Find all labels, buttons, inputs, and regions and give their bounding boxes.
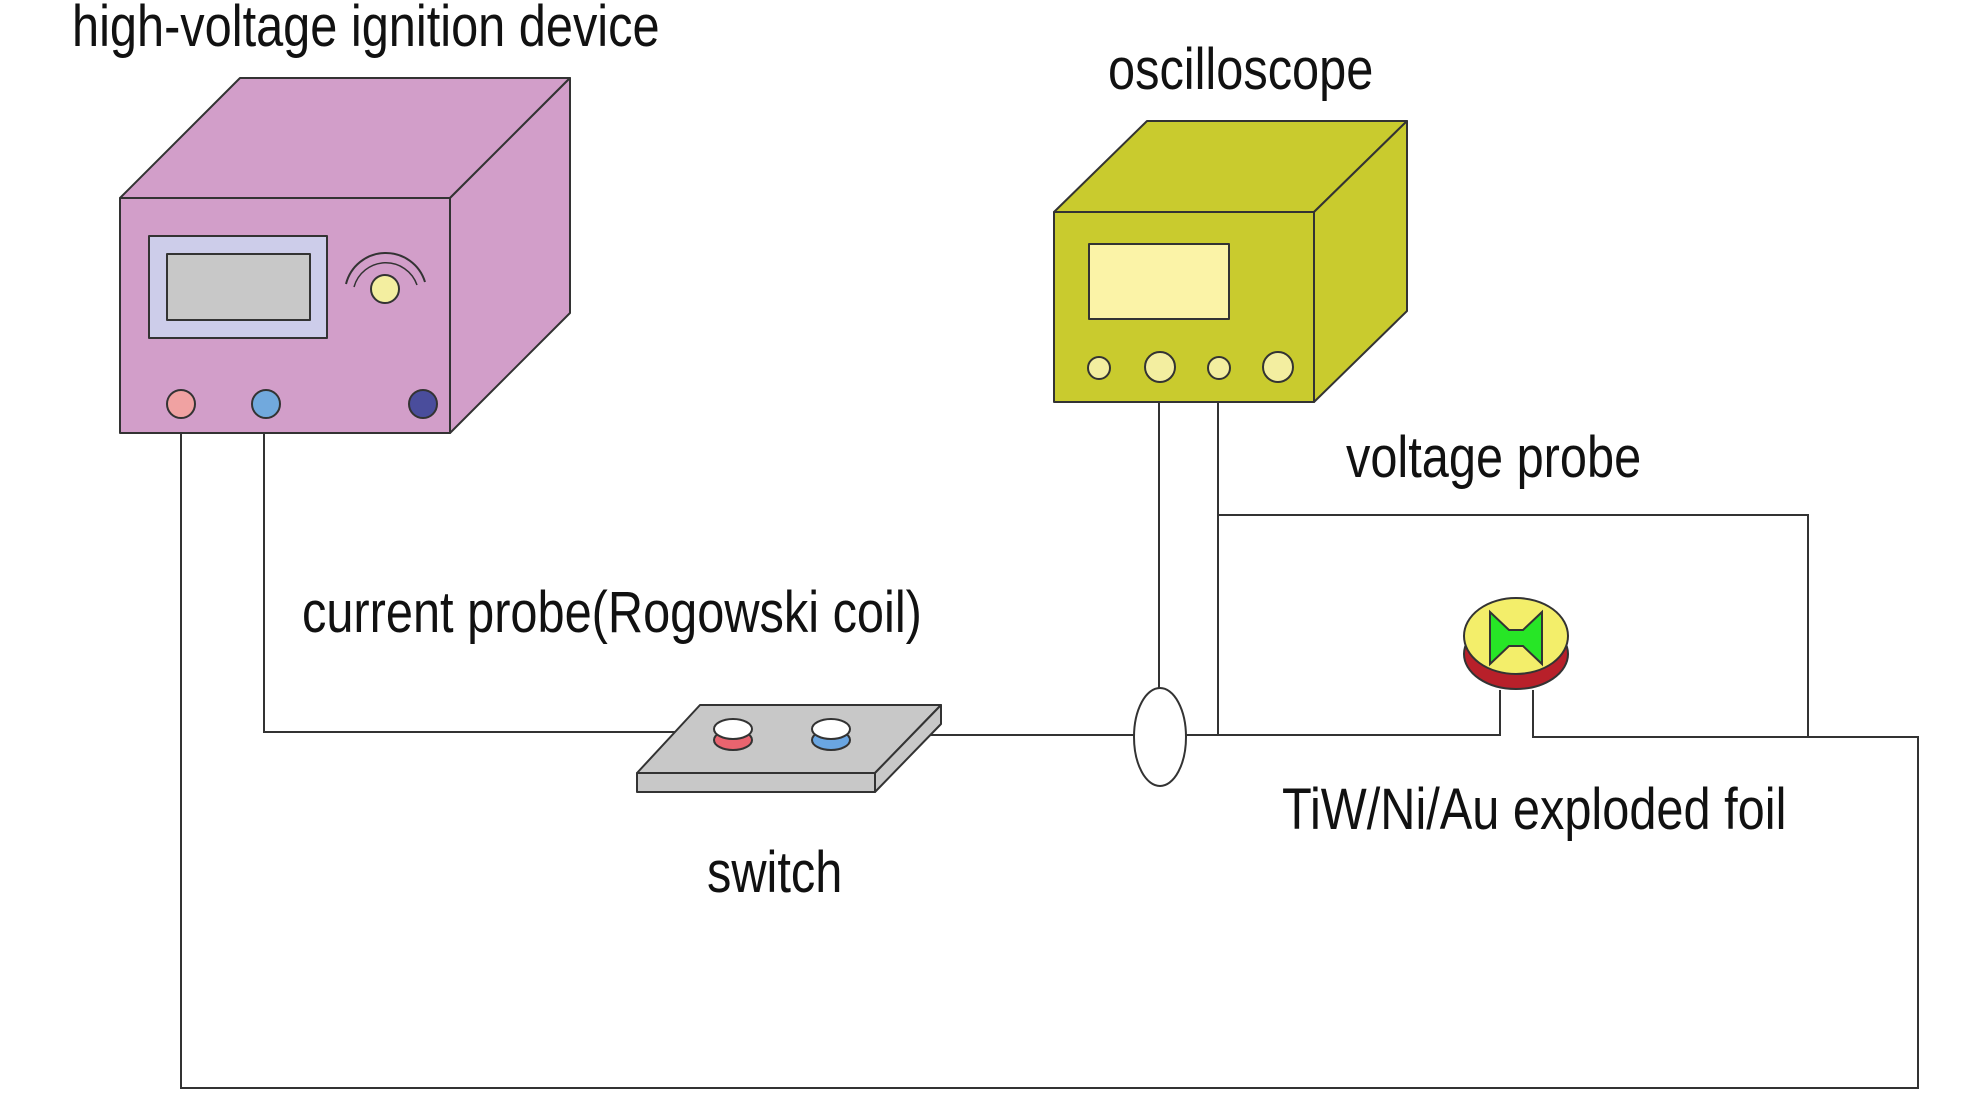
current-probe-label: current probe(Rogowski coil) — [302, 581, 922, 645]
oscilloscope-knob-3 — [1207, 356, 1231, 380]
oscilloscope-screen — [1088, 243, 1230, 320]
ignition-dial-knob — [370, 274, 400, 304]
switch-front-face — [636, 772, 876, 793]
voltage-probe-loop — [1218, 514, 1809, 737]
exploded-foil-chip-icon — [1463, 597, 1569, 690]
switch-side-face — [874, 704, 942, 793]
switch-icon — [636, 704, 942, 793]
oscilloscope-icon — [1053, 120, 1408, 403]
high-voltage-ignition-device-icon — [119, 77, 571, 434]
return-wire — [180, 430, 1919, 1089]
ignition-dial-arc-inner — [353, 262, 418, 288]
oscilloscope-knob-1 — [1087, 356, 1111, 380]
voltage-probe-label: voltage probe — [1346, 426, 1641, 490]
ignition-terminal-red — [166, 389, 196, 419]
rogowski-coil-icon — [1133, 687, 1187, 787]
ignition-terminal-blue — [251, 389, 281, 419]
exploded-foil-label: TiW/Ni/Au exploded foil — [1282, 778, 1786, 842]
oscilloscope-knob-4 — [1262, 351, 1294, 383]
ignition-terminal-navy — [408, 389, 438, 419]
supply-wire — [263, 430, 675, 733]
switch-label: switch — [707, 841, 842, 905]
ignition-device-label: high-voltage ignition device — [72, 0, 660, 59]
switch-button-red-top — [713, 718, 753, 740]
ignition-display-screen — [166, 253, 311, 321]
labels: high-voltage ignition device oscilloscop… — [72, 0, 1786, 905]
ignition-dial-arc — [345, 251, 426, 285]
wiring — [180, 402, 1919, 1089]
oscilloscope-label: oscilloscope — [1108, 38, 1373, 102]
switch-button-blue-top — [811, 718, 851, 740]
foil-bridge — [1489, 609, 1543, 667]
oscilloscope-knob-2 — [1144, 351, 1176, 383]
load-wire — [920, 690, 1501, 736]
